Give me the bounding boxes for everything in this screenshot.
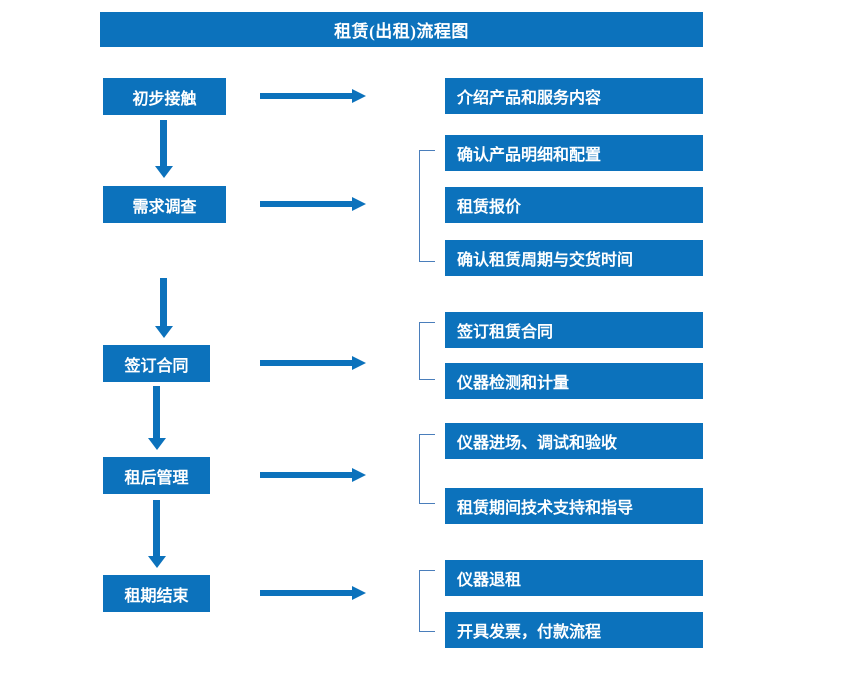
detail-box-5[interactable]: 签订租赁合同 (445, 312, 703, 348)
detail-box-7[interactable]: 仪器进场、调试和验收 (445, 423, 703, 459)
group-bracket-1 (419, 150, 435, 262)
right-arrow-icon-3 (260, 356, 366, 370)
detail-box-9[interactable]: 仪器退租 (445, 560, 703, 596)
detail-box-6[interactable]: 仪器检测和计量 (445, 363, 703, 399)
right-arrow-icon-1 (260, 89, 366, 103)
down-arrow-icon-4 (148, 500, 166, 568)
stage-box-1[interactable]: 初步接触 (103, 78, 226, 115)
stage-box-2[interactable]: 需求调查 (103, 186, 226, 223)
right-arrow-icon-2 (260, 197, 366, 211)
down-arrow-icon-3 (148, 386, 166, 450)
detail-box-2[interactable]: 确认产品明细和配置 (445, 135, 703, 171)
detail-box-8[interactable]: 租赁期间技术支持和指导 (445, 488, 703, 524)
down-arrow-icon-2 (155, 278, 173, 338)
detail-box-4[interactable]: 确认租赁周期与交货时间 (445, 240, 703, 276)
right-arrow-icon-5 (260, 586, 366, 600)
stage-box-5[interactable]: 租期结束 (103, 575, 210, 612)
detail-box-10[interactable]: 开具发票，付款流程 (445, 612, 703, 648)
group-bracket-3 (419, 434, 435, 504)
group-bracket-4 (419, 570, 435, 632)
down-arrow-icon-1 (155, 120, 173, 178)
stage-box-3[interactable]: 签订合同 (103, 345, 210, 382)
detail-box-1[interactable]: 介绍产品和服务内容 (445, 78, 703, 114)
right-arrow-icon-4 (260, 468, 366, 482)
page-title: 租赁(出租)流程图 (100, 12, 703, 47)
group-bracket-2 (419, 322, 435, 380)
stage-box-4[interactable]: 租后管理 (103, 457, 210, 494)
detail-box-3[interactable]: 租赁报价 (445, 187, 703, 223)
